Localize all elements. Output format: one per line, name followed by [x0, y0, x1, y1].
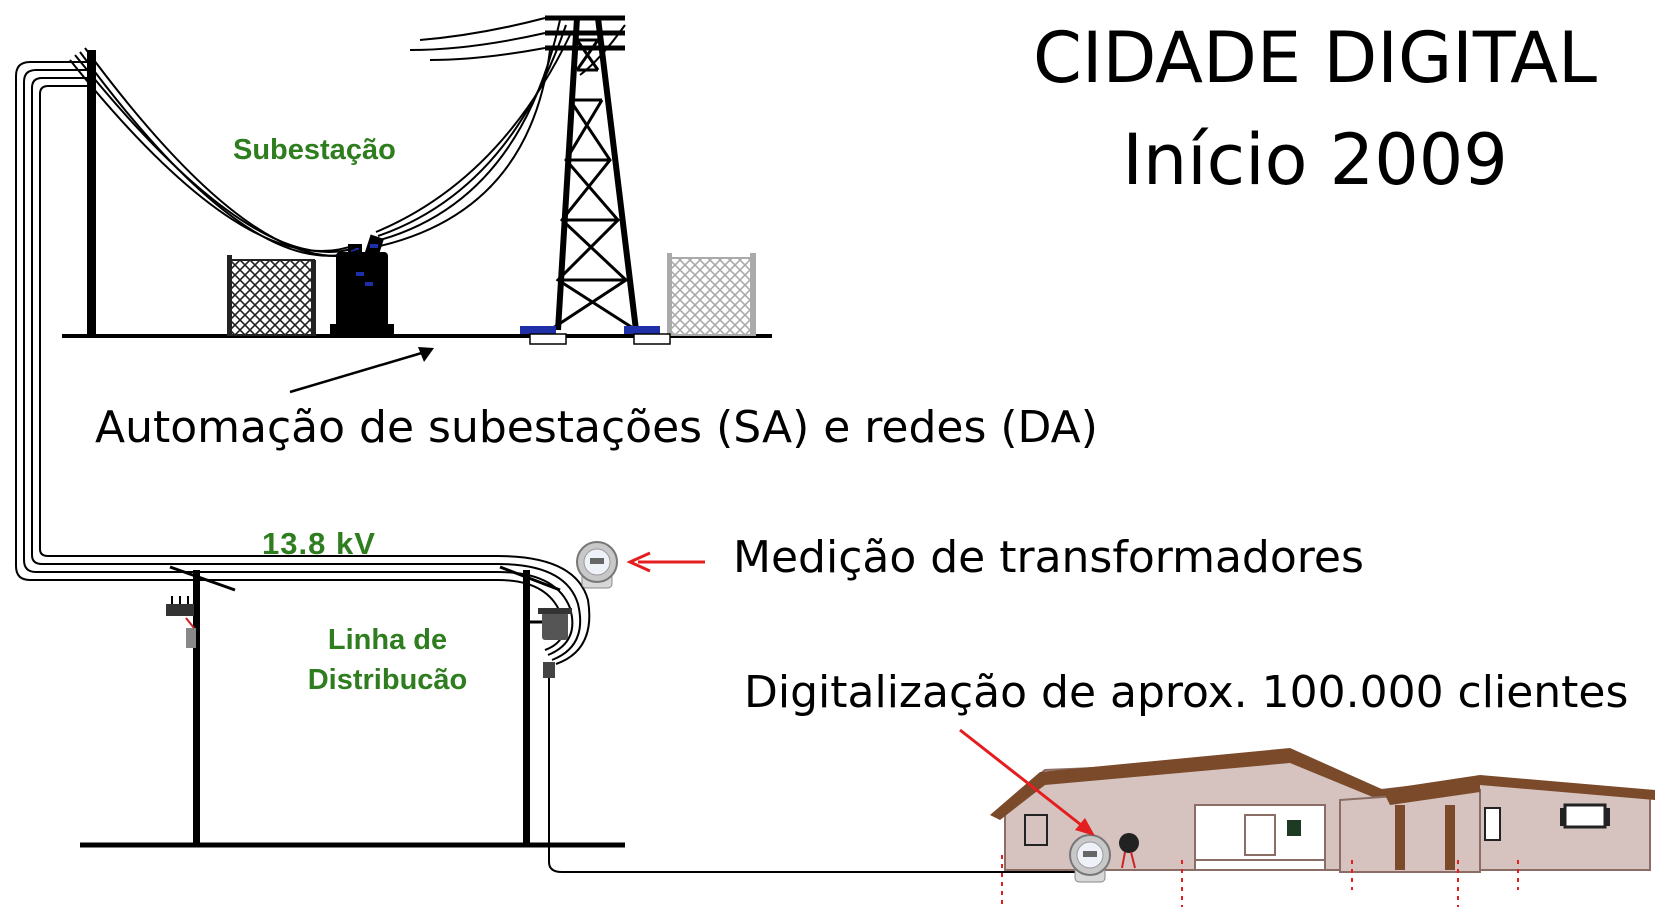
digitalization-caption: Digitalização de aprox. 100.000 clientes — [744, 667, 1629, 718]
distribution-pole-right — [523, 570, 530, 845]
automation-caption: Automação de subestações (SA) e redes (D… — [95, 402, 1098, 453]
distribution-line-label-2: Distribucão — [307, 664, 468, 696]
transmission-tower — [520, 15, 671, 345]
transformer-meter-arrow — [626, 551, 705, 573]
transformer-metering-caption: Medição de transformadores — [733, 532, 1364, 583]
title-line-1: CIDADE DIGITAL — [1032, 17, 1598, 99]
house — [990, 748, 1655, 907]
distribution-line-group — [80, 541, 1078, 873]
fence-right — [667, 253, 756, 336]
voltage-label: 13.8 kV — [262, 526, 376, 561]
fence-left — [227, 255, 316, 336]
substation-wires — [69, 17, 626, 257]
service-drop-cable — [548, 678, 1078, 873]
substation-pole — [87, 50, 96, 337]
substation-group — [62, 15, 772, 394]
automation-pointer-arrow — [289, 347, 434, 394]
customer-meter-arrow — [959, 728, 1095, 836]
pole-transformer — [529, 608, 572, 678]
pole-cutouts — [166, 596, 196, 648]
transformer-meter-icon — [576, 541, 618, 589]
title-line-2: Início 2009 — [1122, 119, 1508, 201]
distribution-pole-left — [193, 570, 200, 845]
customer-meter-icon — [1069, 833, 1139, 883]
substation-label: Subestação — [233, 134, 396, 166]
distribution-line-label-1: Linha de — [327, 624, 448, 656]
